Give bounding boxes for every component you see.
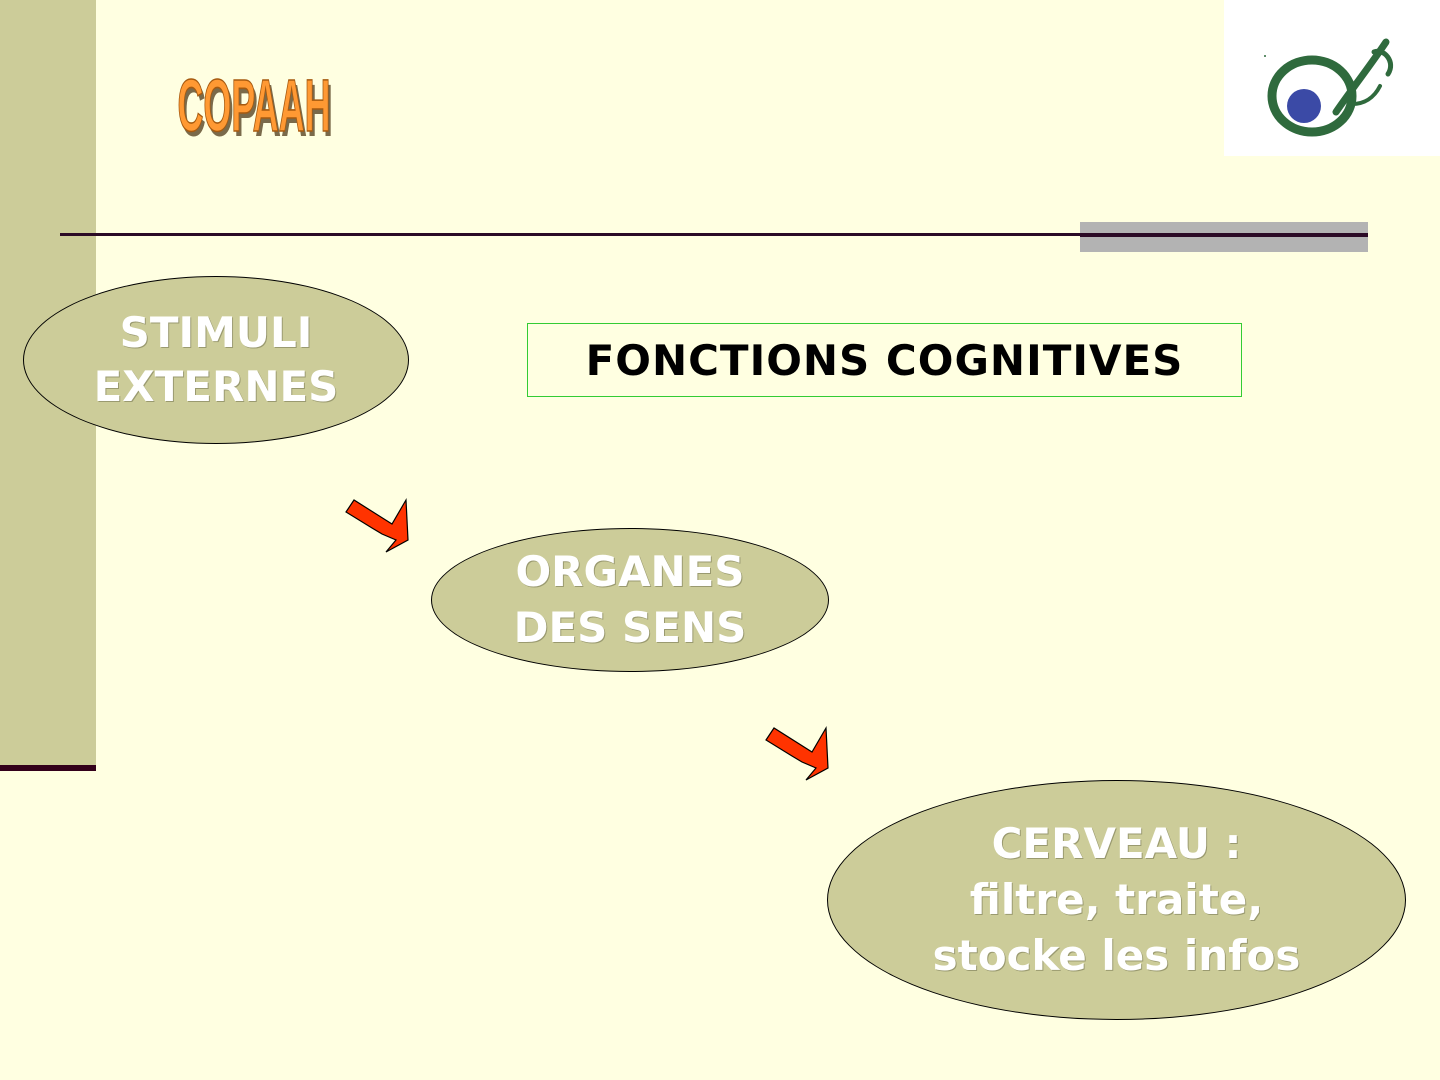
node-stimuli-externes: STIMULI EXTERNES — [23, 276, 409, 444]
bent-arrow-down-right-icon — [762, 722, 832, 784]
header-accent-bar — [1080, 222, 1368, 252]
node-stimuli-line-1: STIMULI — [120, 306, 313, 360]
left-band-rule — [0, 765, 96, 771]
node-cerveau-line-1: CERVEAU : — [992, 816, 1242, 872]
organization-emblem — [1224, 0, 1440, 156]
node-organes-des-sens: ORGANES DES SENS — [431, 528, 829, 672]
node-cerveau-line-2: filtre, traite, — [970, 872, 1263, 928]
copaah-logo: COPAAH COPAAH — [168, 52, 348, 192]
bent-arrow-down-right-icon — [342, 494, 412, 556]
node-organes-line-2: DES SENS — [514, 600, 747, 656]
copaah-logo-text: COPAAH — [177, 65, 330, 148]
node-cerveau-line-3: stocke les infos — [933, 928, 1301, 984]
diagram-title-box: FONCTIONS COGNITIVES — [527, 323, 1242, 397]
eye-emblem-icon — [1224, 0, 1440, 156]
diagram-title: FONCTIONS COGNITIVES — [586, 336, 1184, 385]
node-cerveau: CERVEAU : filtre, traite, stocke les inf… — [827, 780, 1406, 1020]
node-stimuli-line-2: EXTERNES — [94, 360, 339, 414]
node-organes-line-1: ORGANES — [515, 544, 744, 600]
header-accent-rule — [1080, 234, 1368, 237]
